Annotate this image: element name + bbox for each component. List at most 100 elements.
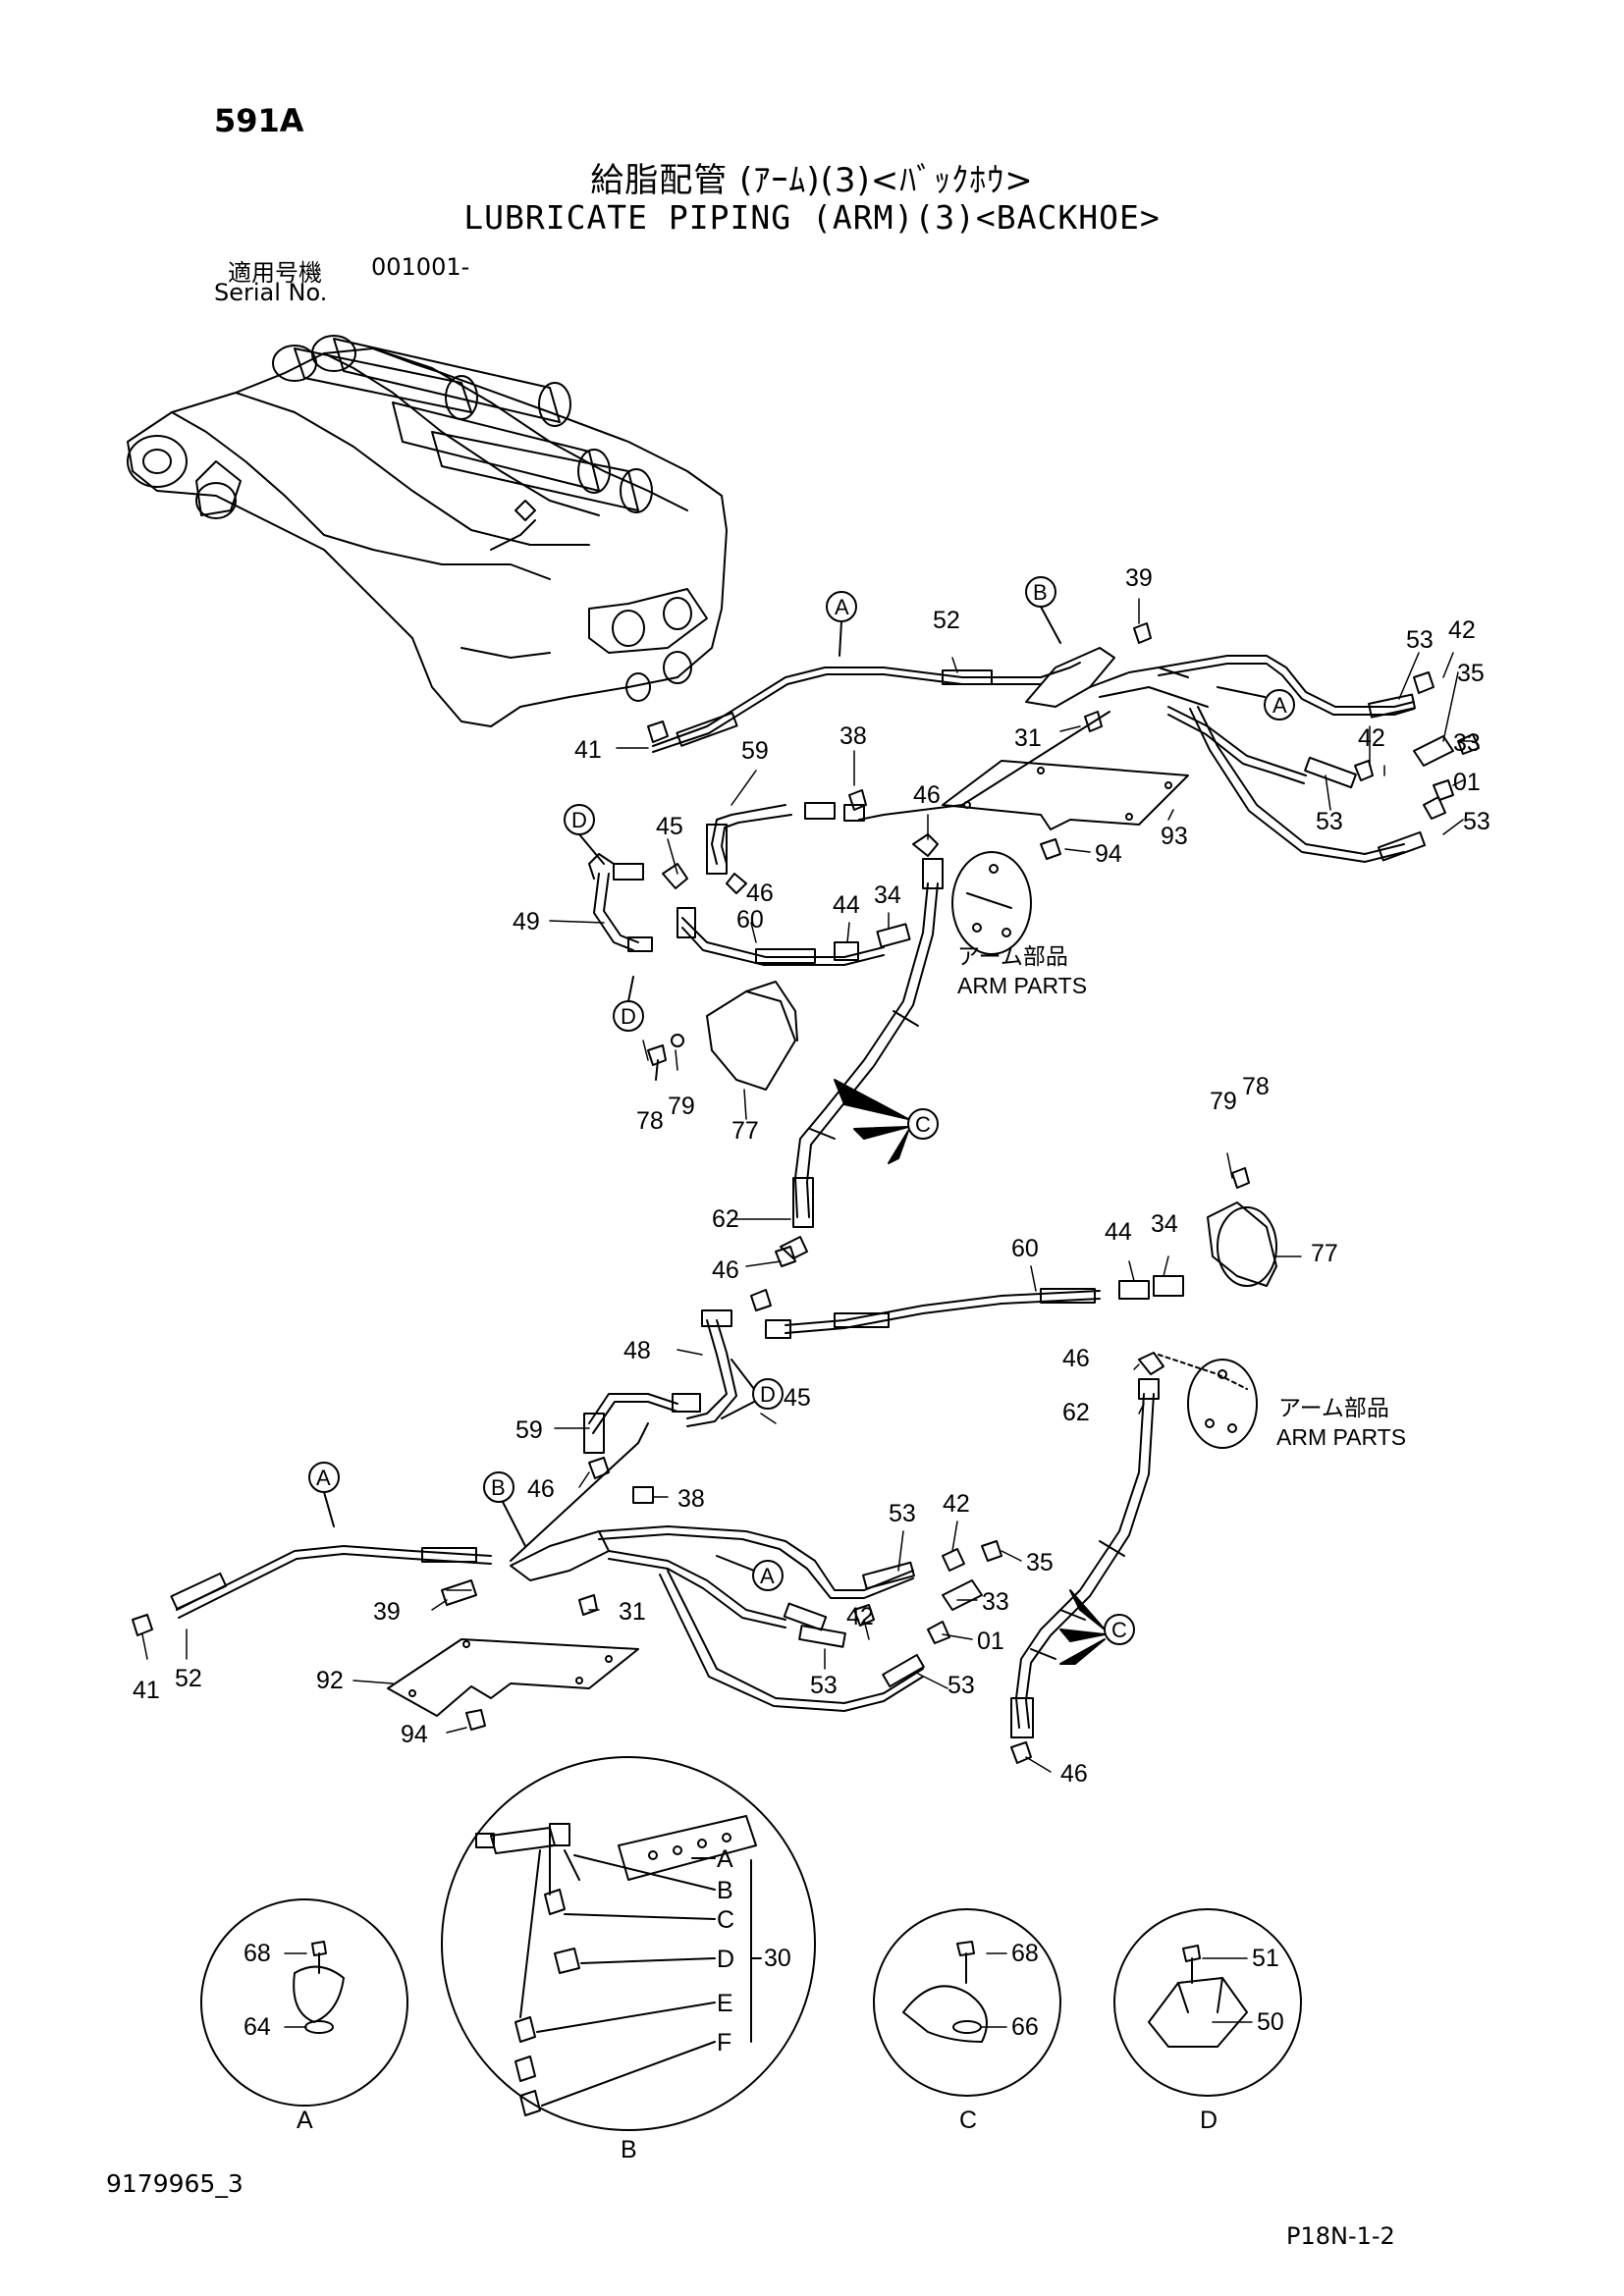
part-label-31: 31 [619, 1598, 646, 1626]
callout-a: A [835, 595, 849, 619]
detail-c-caption: C [959, 2107, 977, 2134]
upper-piping-assembly [588, 622, 1480, 1259]
part-label-79: 79 [1210, 1088, 1237, 1115]
part-label-53: 53 [1316, 808, 1343, 835]
serial-label-english: Serial No. [214, 279, 328, 306]
arm-parts-note-jp: アーム部品 [1278, 1395, 1389, 1420]
detail-b-letter: B [717, 1877, 733, 1904]
part-label-45: 45 [784, 1384, 811, 1412]
part-label-64: 64 [244, 2013, 271, 2041]
part-label-94: 94 [401, 1721, 428, 1748]
part-label-33: 33 [1453, 729, 1481, 757]
part-label-31: 31 [1014, 724, 1042, 752]
part-label-38: 38 [677, 1485, 705, 1513]
callout-c: C [915, 1112, 931, 1137]
part-label-62: 62 [1062, 1399, 1090, 1426]
callout-markers [308, 576, 1295, 1665]
detail-b-letter: F [717, 2029, 731, 2056]
title-english: LUBRICATE PIPING (ARM)(3)<BACKHOE> [463, 198, 1161, 237]
part-label-66: 66 [1011, 2013, 1039, 2041]
callout-b: B [1033, 580, 1048, 605]
detail-circle-d [1113, 1908, 1302, 2097]
detail-circle-c [873, 1908, 1061, 2097]
part-label-68: 68 [1011, 1940, 1039, 1967]
arm-parts-note-jp: アーム部品 [957, 943, 1068, 969]
detail-d-caption: D [1200, 2107, 1218, 2134]
arm-parts-note-en: ARM PARTS [957, 973, 1087, 998]
part-label-44: 44 [833, 891, 860, 919]
part-label-78: 78 [1242, 1073, 1270, 1100]
part-label-53: 53 [810, 1672, 838, 1699]
part-label-53: 53 [889, 1500, 916, 1527]
part-label-01: 01 [977, 1628, 1004, 1655]
part-label-77: 77 [1311, 1240, 1338, 1267]
part-label-92: 92 [316, 1667, 344, 1694]
leader-lines [141, 598, 1474, 2028]
title-japanese: 給脂配管 (ｱｰﾑ)(3)<ﾊﾞｯｸﾎｳ> [590, 161, 1034, 200]
arm-illustration [127, 335, 728, 727]
part-label-68: 68 [244, 1940, 271, 1967]
part-label-46: 46 [712, 1256, 739, 1284]
part-label-38: 38 [839, 722, 867, 750]
page-reference: P18N-1-2 [1286, 2222, 1395, 2250]
part-label-41: 41 [133, 1677, 160, 1704]
part-label-79: 79 [668, 1093, 695, 1120]
callout-d: D [571, 808, 587, 832]
part-label-35: 35 [1026, 1549, 1054, 1576]
callout-c: C [1111, 1618, 1127, 1642]
part-label-78: 78 [636, 1107, 664, 1135]
detail-b-letter: C [717, 1906, 734, 1934]
part-label-42: 42 [1448, 616, 1476, 644]
part-label-53: 53 [1463, 808, 1490, 835]
lower-piping-assembly [132, 1167, 1277, 1764]
part-label-50: 50 [1257, 2008, 1284, 2036]
detail-circle-b [441, 1756, 816, 2131]
part-label-60: 60 [736, 906, 764, 934]
part-label-39: 39 [373, 1598, 401, 1626]
part-label-35: 35 [1457, 660, 1485, 687]
detail-a-caption: A [297, 2107, 313, 2134]
part-label-46: 46 [1062, 1345, 1090, 1372]
serial-label-japanese: 適用号機 [228, 259, 322, 287]
detail-b-caption: B [621, 2136, 637, 2163]
callout-a: A [316, 1466, 331, 1490]
part-label-42: 42 [943, 1490, 970, 1518]
part-label-52: 52 [933, 607, 960, 634]
document-number: 9179965_3 [106, 2169, 244, 2198]
serial-number-value: 001001- [371, 253, 470, 281]
part-label-34: 34 [1151, 1210, 1178, 1238]
part-label-42: 42 [846, 1603, 874, 1630]
part-label-93: 93 [1161, 823, 1188, 850]
callout-b: B [491, 1475, 506, 1500]
part-label-62: 62 [712, 1205, 739, 1233]
part-label-60: 60 [1011, 1235, 1039, 1262]
callout-d: D [621, 1004, 636, 1029]
part-label-51: 51 [1252, 1945, 1279, 1972]
detail-b-letter: D [717, 1946, 734, 1973]
page-code: 591A [214, 102, 304, 139]
part-label-46: 46 [913, 781, 941, 809]
diagram-labels: A B A D D C D A B A C 39 52 53 42 35 33 … [133, 564, 1490, 2163]
arm-parts-note-en: ARM PARTS [1276, 1424, 1406, 1450]
part-label-49: 49 [513, 908, 540, 935]
part-label-59: 59 [515, 1416, 543, 1444]
part-label-01: 01 [1453, 769, 1481, 796]
part-label-46: 46 [746, 880, 774, 907]
callout-a: A [760, 1564, 775, 1588]
detail-b-letter: A [717, 1845, 733, 1873]
part-label-48: 48 [623, 1337, 651, 1364]
part-label-39: 39 [1125, 564, 1153, 592]
detail-b-letter: E [717, 1990, 733, 2017]
part-label-30: 30 [764, 1945, 791, 1972]
part-label-59: 59 [741, 737, 769, 765]
part-label-41: 41 [574, 736, 602, 764]
part-label-52: 52 [175, 1665, 202, 1692]
part-label-42: 42 [1358, 724, 1385, 752]
part-label-33: 33 [982, 1588, 1009, 1616]
part-label-94: 94 [1095, 840, 1122, 868]
part-label-45: 45 [656, 813, 683, 840]
part-label-53: 53 [1406, 626, 1434, 654]
callout-a: A [1272, 693, 1287, 718]
part-label-77: 77 [731, 1117, 759, 1145]
